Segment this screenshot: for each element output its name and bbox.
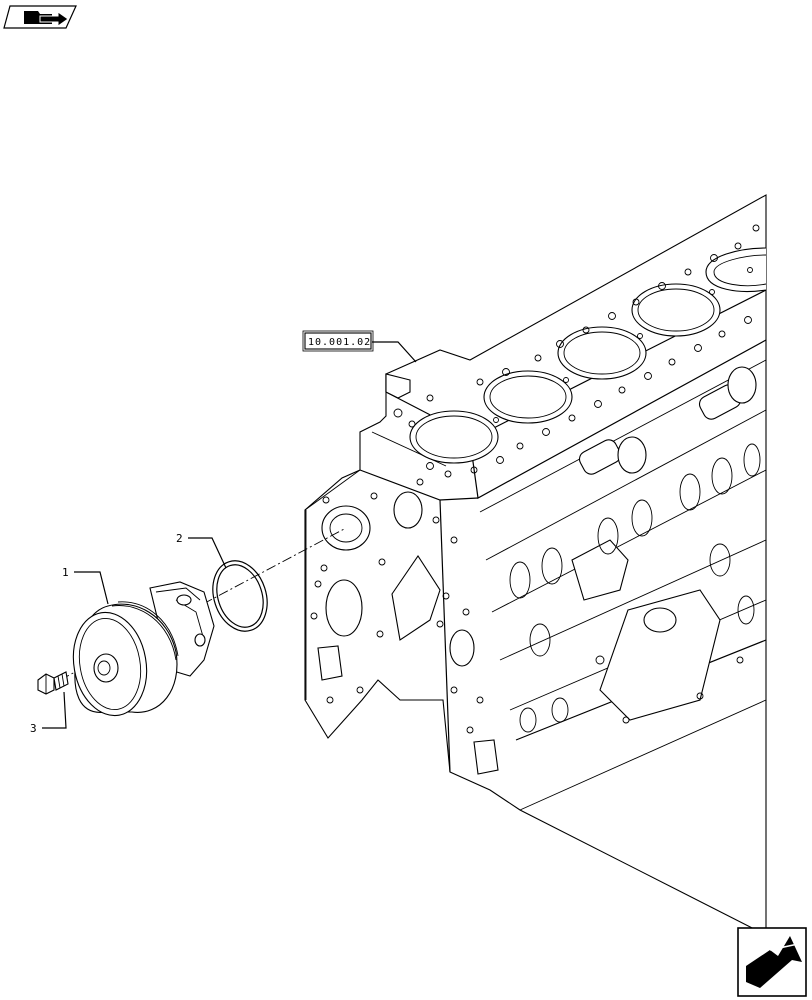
callout-label-2: 2 (176, 532, 183, 545)
leader-line-1 (74, 571, 109, 605)
leader-line-3 (42, 691, 67, 729)
leader-line-ref (372, 341, 417, 363)
callout-label-3: 3 (30, 722, 37, 735)
reference-code-label: 10.001.02 (308, 337, 371, 348)
reference-code-box[interactable]: 10.001.02 (302, 330, 374, 352)
leader-line-2 (188, 537, 227, 569)
mounting-bolt (37, 671, 69, 695)
engine-block (304, 194, 767, 936)
callout-label-1: 1 (62, 566, 69, 579)
folder-navigation-icon[interactable] (3, 5, 77, 29)
o-ring-seal (212, 560, 268, 632)
next-page-arrow-icon[interactable] (737, 927, 807, 997)
water-pump (72, 581, 215, 717)
